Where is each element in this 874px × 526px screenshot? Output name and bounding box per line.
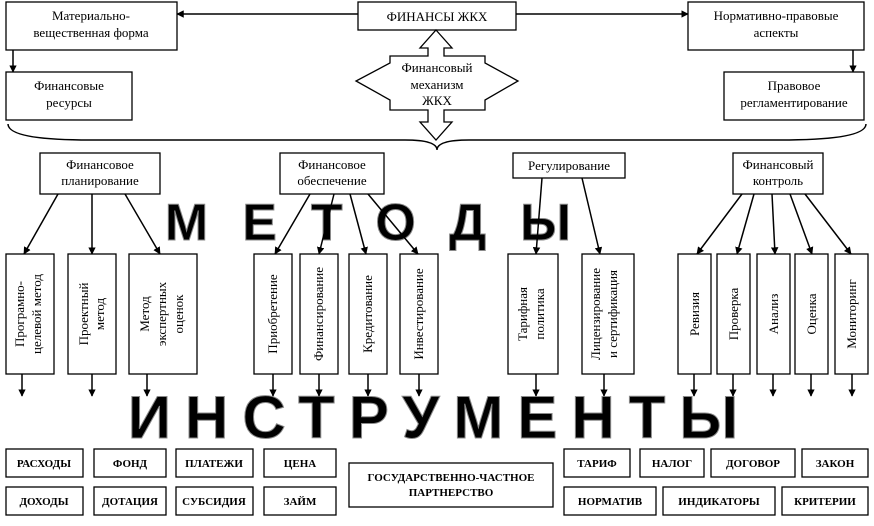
method-licensing-line1: Лицензирование [588,268,603,360]
instrument-expenses: РАСХОДЫ [17,458,71,470]
finance-housing-label: ФИНАНСЫ ЖКХ [387,9,488,24]
instrument-grant: СУБСИДИЯ [182,496,246,508]
material-form-box [5,1,178,51]
method-tariff-policy-line2: политика [532,288,547,339]
method-monitoring: Мониторинг [834,253,869,397]
method-analysis: Анализ [756,253,791,397]
group-financial-control-line2: контроль [753,173,803,188]
group-regulation-box [512,152,626,179]
method-audit-label: Ревизия [687,292,702,336]
instrument-contract: ДОГОВОР [726,458,780,470]
method-tariff-policy: Тарифная политика [507,253,559,397]
method-program-target-line1: Програмно- [12,281,27,347]
group-financial-control-line1: Финансовый [742,157,813,172]
method-licensing: Лицензирование и сертификация [581,253,635,397]
method-inspection: Проверка [716,253,751,397]
method-audit: Ревизия [677,253,712,397]
method-evaluation: Оценка [794,253,829,397]
group-regulation-label: Регулирование [528,158,610,173]
instrument-ppp-line2: ПАРТНЕРСТВО [409,487,494,499]
finance-housing-box [357,1,517,31]
mechanism-line1: Финансовый [401,60,472,75]
method-financing: Финансирование [299,253,339,397]
method-licensing-line2: и сертификация [605,270,620,358]
instrument-criteria: КРИТЕРИИ [794,496,856,508]
method-acquisition-label: Приобретение [265,274,280,354]
group-financial-provision-line2: обеспечение [297,173,366,188]
material-form-line1: Материально- [52,8,130,23]
method-expert-assessment: Метод экспертных оценок [128,253,198,397]
financial-resources-box [5,71,133,121]
method-expert-assessment-line1: Метод [137,296,152,332]
method-expert-assessment-line3: оценок [171,294,186,334]
instrument-price: ЦЕНА [284,458,316,470]
legal-aspects-line1: Нормативно-правовые [714,8,839,23]
methods-title: МЕТОДЫ [165,194,605,252]
group-financial-planning-line1: Финансовое [66,157,134,172]
grouping-brace [7,123,867,151]
group-financial-provision-box [279,152,385,195]
material-form-line2: вещественная форма [33,25,148,40]
group-financial-provision-line1: Финансовое [298,157,366,172]
instrument-law: ЗАКОН [816,458,855,470]
group-financial-control-box [732,152,824,195]
instrument-fund: ФОНД [113,458,148,470]
legal-aspects-box [687,1,865,51]
legal-regulation-line2: регламентирование [740,95,847,110]
method-evaluation-label: Оценка [804,293,819,334]
instrument-subsidy: ДОТАЦИЯ [102,496,158,508]
method-acquisition: Приобретение [253,253,293,397]
mechanism-line3: ЖКХ [422,93,452,108]
instruments-title: ИНСТРУМЕНТЫ [128,384,752,451]
instrument-incomes: ДОХОДЫ [19,496,68,508]
legal-regulation-box [723,71,865,121]
legal-aspects-line2: аспекты [754,25,799,40]
financial-resources-line1: Финансовые [34,78,104,93]
method-tariff-policy-line1: Тарифная [515,287,530,341]
mechanism-line2: механизм [410,77,463,92]
method-analysis-label: Анализ [766,294,781,335]
instrument-payments: ПЛАТЕЖИ [185,458,243,470]
group-financial-planning-line2: планирование [61,173,139,188]
instrument-tax: НАЛОГ [652,458,692,470]
method-crediting: Кредитование [348,253,388,397]
method-project-line1: Проектный [76,283,91,346]
group-financial-planning-box [39,152,161,195]
method-program-target-line2: целевой метод [29,274,44,354]
method-inspection-label: Проверка [726,287,741,340]
instrument-ppp-line1: ГОСУДАРСТВЕННО-ЧАСТНОЕ [367,472,534,484]
method-project-line2: метод [92,297,107,330]
method-monitoring-label: Мониторинг [844,279,859,348]
method-crediting-label: Кредитование [360,275,375,353]
method-program-target: Програмно- целевой метод [5,253,55,397]
method-project: Проектный метод [67,253,117,397]
instrument-loan: ЗАЙМ [284,496,317,508]
mechanism-cross-arrow [354,29,520,141]
instrument-indicators: ИНДИКАТОРЫ [678,496,760,508]
financial-resources-line2: ресурсы [46,95,92,110]
instrument-tariff: ТАРИФ [577,458,617,470]
method-investing-label: Инвестирование [411,268,426,360]
legal-regulation-line1: Правовое [768,78,821,93]
instrument-norm: НОРМАТИВ [578,496,643,508]
method-expert-assessment-line2: экспертных [154,281,169,346]
method-financing-label: Финансирование [311,267,326,361]
method-investing: Инвестирование [399,253,439,397]
